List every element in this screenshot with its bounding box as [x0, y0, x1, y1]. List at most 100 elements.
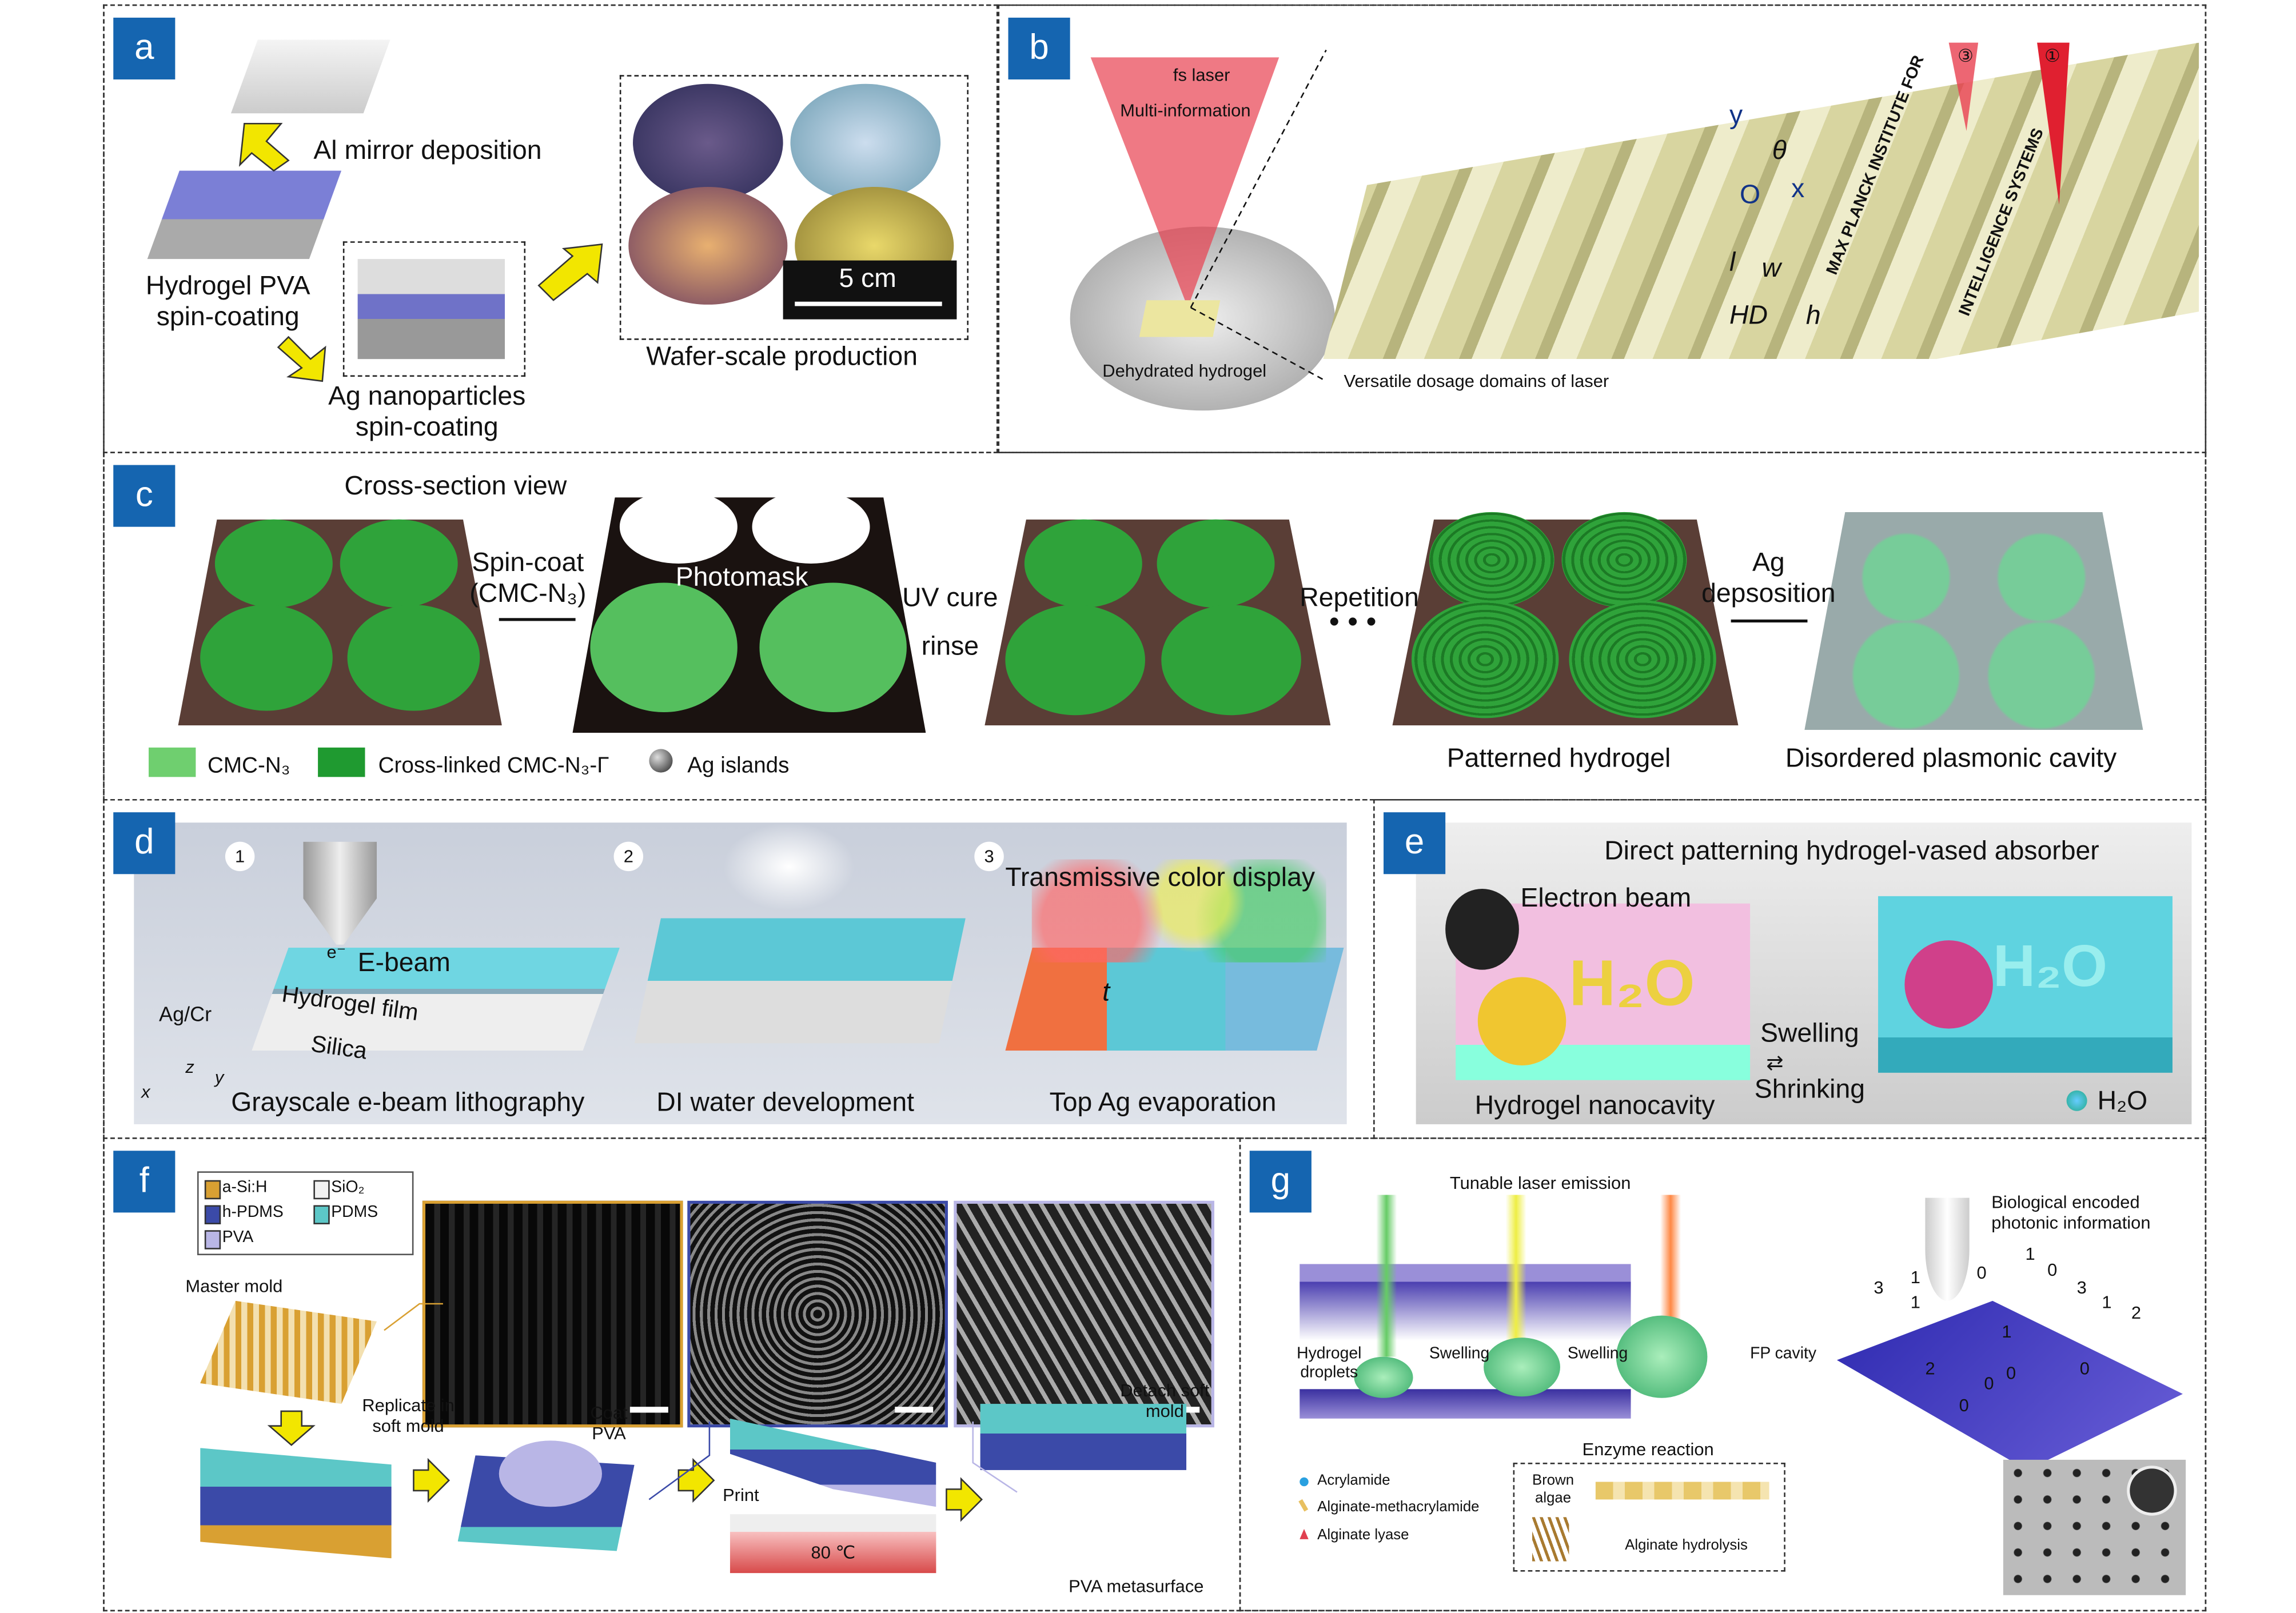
shrinking-text: Shrinking — [1754, 1074, 1866, 1104]
dot-3a — [1024, 519, 1142, 608]
dehydrated-hydrogel-square — [1139, 300, 1221, 337]
arrow-right — [537, 243, 603, 301]
caption-2: DI water development — [656, 1087, 915, 1117]
fp-cavity-text: FP cavity — [1750, 1345, 1817, 1363]
laser-3 — [1948, 42, 1979, 131]
sem-scale-bar-2 — [895, 1407, 934, 1413]
dot-1a — [214, 519, 333, 608]
swatch-asi — [204, 1180, 221, 1200]
array-digit: 0 — [1984, 1373, 1994, 1394]
versatile-text: Versatile dosage domains of laser — [1344, 370, 1609, 392]
dehydrated-text: Dehydrated hydrogel — [1102, 360, 1267, 381]
hotplate — [730, 1514, 936, 1574]
arrow-ag — [1731, 619, 1808, 623]
swatch-sio2 — [313, 1180, 330, 1200]
droplet-small — [1354, 1356, 1413, 1398]
connector-master — [384, 1303, 443, 1331]
droplet-medium — [1484, 1337, 1560, 1397]
legend-pva: PVA — [222, 1228, 254, 1247]
top-mirror-shade — [1300, 1281, 1631, 1341]
nanocavity-text: Hydrogel nanocavity — [1474, 1090, 1715, 1120]
mask-hole-2 — [752, 490, 870, 564]
coat-line2: PVA — [592, 1423, 626, 1444]
dot-3c — [1005, 605, 1145, 716]
bio-line1: Biological encoded — [1991, 1192, 2140, 1213]
brown-line1: Brown — [1532, 1473, 1574, 1490]
detach-line1: Detach soft — [1120, 1380, 1210, 1401]
axis-x-label: x — [1791, 173, 1805, 203]
panel-d: d 1 2 3 e⁻ E-beam Ag/Cr Hydrogel film Si… — [103, 798, 1375, 1139]
scale-bar-text: 5 cm — [839, 263, 896, 293]
globe-water-icon — [2066, 1090, 2087, 1111]
arrow-down-2 — [277, 336, 326, 382]
swelling-text: Swelling — [1760, 1018, 1859, 1048]
array-digit: 1 — [1910, 1267, 1920, 1288]
process-arrows — [267, 1303, 1018, 1522]
ag-np-line2: spin-coating — [355, 412, 499, 441]
swatch-pdms — [313, 1205, 330, 1224]
caption-1: Grayscale e-beam lithography — [231, 1087, 585, 1117]
ag-np-block — [357, 259, 505, 360]
alginate-chain — [1595, 1482, 1769, 1500]
pva-metasurface-text: PVA metasurface — [1069, 1576, 1204, 1597]
theta-label: θ — [1772, 135, 1787, 165]
array-digit: 0 — [1976, 1262, 1987, 1283]
array-digit: 1 — [2002, 1321, 2012, 1342]
material-legend: a-Si:H SiO₂ h-PDMS PDMS PVA — [197, 1171, 414, 1256]
steam — [723, 823, 855, 911]
dot-1b — [340, 519, 458, 608]
sem-scale-bar-1 — [629, 1407, 668, 1413]
legend-sio2: SiO₂ — [331, 1179, 365, 1197]
panel-f: f a-Si:H SiO₂ h-PDMS PDMS PVA Master mol… — [103, 1137, 1241, 1612]
sem-image-mold — [687, 1200, 948, 1428]
spin-coat-text: Spin-coat(CMC-N₃) — [469, 548, 586, 609]
swatch-pva — [204, 1230, 221, 1249]
pyramid-d — [1569, 600, 1716, 718]
detached-mold — [980, 1404, 1187, 1470]
ellipsis: • • • — [1329, 606, 1377, 639]
arrow-down — [267, 1410, 316, 1446]
pipette-drop — [1925, 1197, 1970, 1301]
scale-bar-box: 5 cm — [783, 260, 957, 320]
yellow-emission — [1505, 1195, 1526, 1364]
hydrolysis-text: Alginate hydrolysis — [1625, 1538, 1748, 1554]
pyramid-a — [1429, 512, 1554, 608]
sem-image-master — [422, 1200, 683, 1428]
panel-label-d: d — [113, 812, 176, 875]
agcr-text: Ag/Cr — [159, 1002, 212, 1026]
master-mold-text: Master mold — [185, 1276, 283, 1297]
panel-label-a: a — [113, 17, 176, 80]
arrow-right-2 — [677, 1458, 715, 1503]
legend-alginate-methacrylamide: Alginate-methacrylamide — [1317, 1499, 1480, 1516]
step-1-badge: 1 — [225, 841, 255, 872]
ag-line2: depsosition — [1701, 577, 1836, 608]
zoom-line — [1190, 49, 1327, 308]
rinse-line: rinse — [921, 630, 979, 661]
droplet-large — [1616, 1315, 1708, 1398]
ebeam-text: E-beam — [357, 947, 451, 977]
green-emission — [1376, 1195, 1397, 1357]
bio-line2: photonic information — [1991, 1212, 2151, 1233]
spin-coat-line2: (CMC-N₃) — [469, 577, 587, 608]
swatch-hpdms — [204, 1205, 221, 1224]
dot-1d — [347, 605, 480, 711]
l-label: l — [1729, 247, 1736, 277]
arrow-right-1 — [413, 1458, 451, 1503]
legend-asi: a-Si:H — [222, 1179, 268, 1197]
fs-laser-text: fs laser — [1173, 65, 1230, 86]
ag-line1: Ag — [1752, 547, 1785, 577]
origin-label: O — [1740, 179, 1761, 209]
array-digit: 0 — [2079, 1358, 2090, 1379]
enzyme-text: Enzyme reaction — [1582, 1439, 1714, 1460]
panel-label-c: c — [113, 465, 176, 527]
legend-hpdms: h-PDMS — [222, 1203, 284, 1221]
dot-3d — [1161, 605, 1301, 716]
drop-shape-yellow — [1477, 977, 1566, 1065]
arrow-right-3 — [946, 1477, 983, 1522]
wafer-3 — [628, 186, 788, 305]
